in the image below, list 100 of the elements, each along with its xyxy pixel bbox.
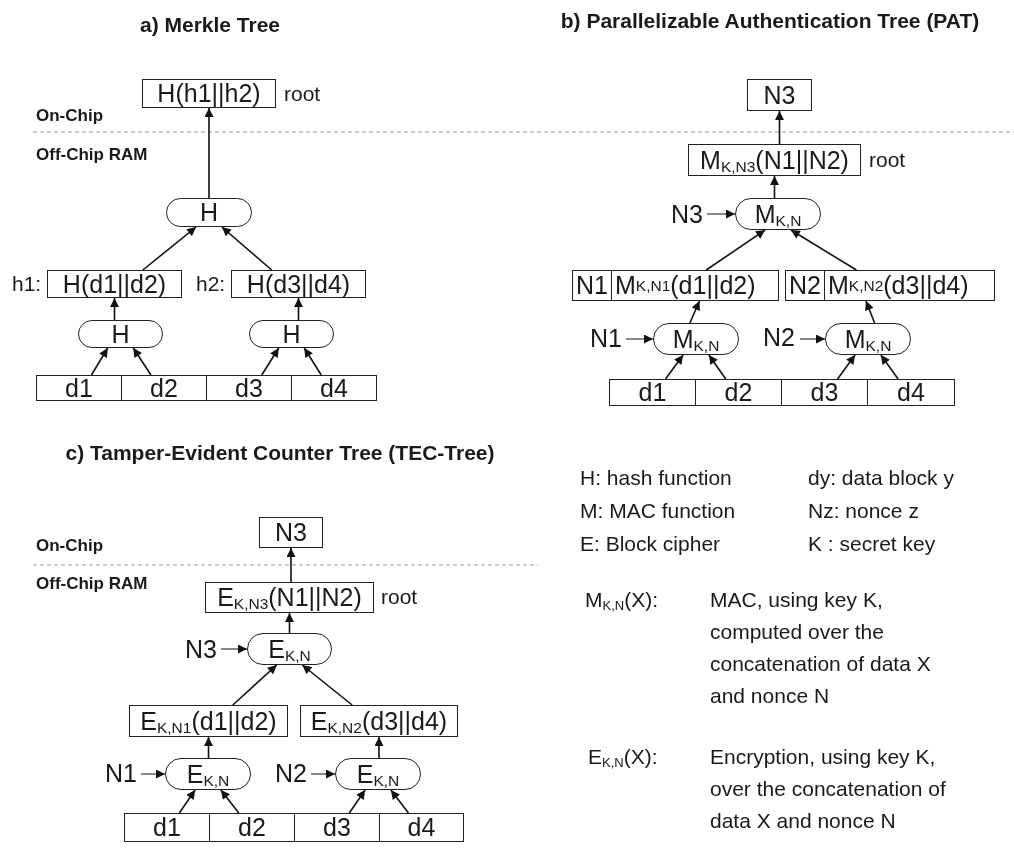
function-node (165, 758, 251, 790)
arrow (110, 297, 119, 321)
arrow (689, 300, 701, 324)
node-text: M$_{K,N}$ (754, 201, 802, 227)
node-text: d2 (724, 380, 753, 405)
formula-box (142, 79, 276, 108)
arrow (390, 789, 410, 814)
node-text: d3 (235, 375, 263, 401)
arrow (285, 612, 294, 634)
definition-term: M$_{K,N}$(X): (585, 587, 659, 615)
arrow (775, 110, 784, 145)
arrow (132, 347, 152, 376)
region-label: Off-Chip RAM (36, 145, 148, 165)
nonce-label: N2 (759, 322, 799, 352)
function-node (166, 198, 252, 227)
arrow (260, 347, 280, 376)
arrow (220, 789, 240, 814)
nonce-label: N3 (668, 199, 706, 229)
region-label: Off-Chip RAM (36, 574, 148, 594)
side-label: h1: (12, 272, 42, 296)
node-text: d3 (323, 815, 351, 840)
arrow (142, 226, 197, 271)
region-label: On-Chip (36, 106, 104, 126)
function-node (247, 633, 332, 665)
data-cell (121, 375, 207, 401)
data-cell (867, 379, 955, 406)
node-text: M$_{K,N}$ (672, 326, 720, 352)
arrow (664, 354, 684, 380)
node-text: H(d3||d4) (246, 271, 351, 297)
nonce-label: N3 (182, 634, 220, 664)
side-label: root (284, 82, 321, 106)
formula-box (205, 582, 374, 613)
arrow (232, 664, 278, 706)
data-cell (294, 813, 380, 842)
node-text: N1 (573, 271, 612, 300)
node-text: E$_{K,N2}$(d3||d4) (310, 708, 448, 734)
region-label: On-Chip (36, 536, 104, 556)
node-text: d2 (150, 375, 178, 401)
definition-text: Encryption, using key K, over the concatenation of data X and nonce N (710, 744, 947, 834)
function-node (249, 320, 334, 348)
panel-title: a) Merkle Tree (138, 12, 282, 38)
data-cell (291, 375, 377, 401)
legend-text: E: Block cipher (580, 532, 721, 556)
data-cell (124, 813, 210, 842)
formula-box (300, 705, 458, 737)
node-text: d4 (407, 815, 436, 840)
node-text: N3 (763, 82, 796, 108)
node-text: H(d1||d2) (62, 271, 167, 297)
formula-box (747, 79, 812, 111)
arrow (865, 300, 876, 324)
node-text: d1 (65, 375, 93, 401)
arrow (294, 297, 303, 321)
arrow (220, 644, 248, 654)
legend-text: dy: data block y (808, 466, 954, 490)
arrow (706, 209, 736, 219)
arrow (799, 334, 826, 344)
node-text: H (282, 321, 301, 347)
node-text: M$_{K,N}$ (844, 326, 892, 352)
function-node (735, 198, 821, 230)
arrow (705, 229, 766, 271)
definition-text: MAC, using key K, computed over the concatenation of data X and nonce N (710, 587, 932, 709)
arrow (301, 664, 353, 706)
arrow (348, 789, 366, 814)
side-label: root (381, 585, 418, 609)
data-cell (781, 379, 868, 406)
formula-box (47, 270, 182, 298)
node-text: E$_{K,N}$ (268, 636, 311, 662)
arrow (880, 354, 899, 380)
legend-text: Nz: nonce z (808, 499, 919, 523)
nonce-label: N1 (587, 323, 625, 353)
node-text: E$_{K,N3}$(N1||N2) (217, 585, 362, 610)
data-cell (36, 375, 122, 401)
function-node (78, 320, 163, 348)
side-label: h2: (196, 272, 226, 296)
nonce-label: N1 (102, 758, 140, 788)
node-text: H (111, 321, 130, 347)
data-cell (206, 375, 292, 401)
legend-text: K : secret key (808, 532, 936, 556)
node-text: E$_{K,N}$ (356, 761, 400, 787)
data-cell (209, 813, 295, 842)
arrow (625, 334, 654, 344)
node-text: d3 (810, 380, 839, 405)
arrow (178, 789, 196, 814)
data-cell (379, 813, 464, 842)
node-text: E$_{K,N1}$(d1||d2) (140, 708, 277, 734)
data-cell (695, 379, 782, 406)
legend-text: M: MAC function (580, 499, 736, 523)
panel-title: b) Parallelizable Authentication Tree (PAT) (559, 8, 981, 34)
arrow (303, 347, 323, 376)
formula-box (259, 517, 323, 548)
node-text: d1 (153, 815, 181, 840)
node-text: E$_{K,N}$ (186, 761, 230, 787)
arrow (221, 226, 273, 271)
arrow (140, 769, 166, 779)
node-text: N2 (786, 271, 825, 300)
formula-box (129, 705, 288, 737)
nonce-label: N2 (272, 758, 310, 788)
definition-term: E$_{K,N}$(X): (588, 744, 658, 772)
arrow (790, 229, 858, 271)
node-text: H(h1||h2) (157, 81, 261, 106)
